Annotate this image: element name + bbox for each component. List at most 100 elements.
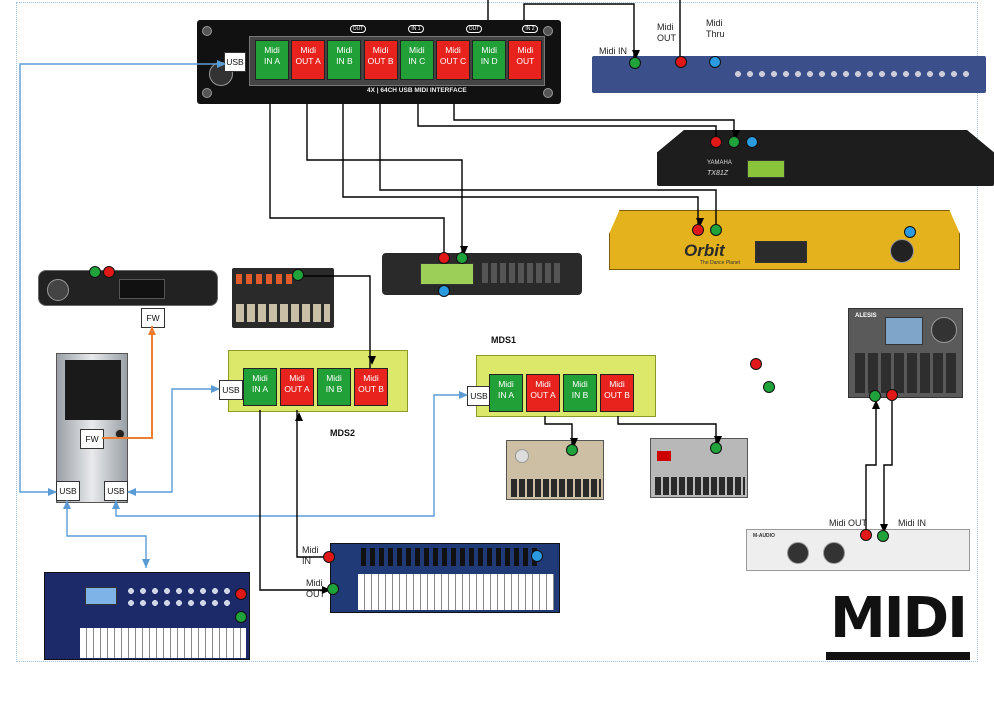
groovebox-jack-green	[292, 269, 304, 281]
mds1-usb-label: USB	[467, 386, 491, 406]
midi-cable-outb-orbit	[379, 104, 717, 230]
volca-left	[506, 440, 604, 500]
interface-tab-in2: IN 2	[522, 25, 538, 33]
computer-usb1-label: USB	[56, 481, 80, 501]
volca-right-jack	[710, 442, 722, 454]
midi-cable-groovebox-mds2	[296, 275, 371, 368]
m-audio-input1	[787, 542, 809, 564]
interface-caption: 4X | 64CH USB MIDI INTERFACE	[367, 87, 467, 94]
interface-screw-icon	[202, 26, 212, 36]
groovebox-small	[232, 268, 334, 328]
m-audio-interface: M-AUDIO	[746, 529, 970, 571]
arrow-icon	[211, 385, 220, 393]
mininova-keybed	[80, 628, 246, 658]
tx81z-display	[747, 160, 785, 178]
patchbay-midi-thru-jack	[709, 56, 721, 68]
computer-tower	[56, 353, 128, 503]
midi-cable-mds2-outa-keyboard	[296, 410, 330, 558]
arrow-icon	[148, 326, 156, 335]
sound-module	[382, 253, 582, 295]
soundmodule-jack-red	[438, 252, 450, 264]
arrow-icon	[459, 391, 468, 399]
midi-cable-outa-soundmodule	[306, 104, 463, 258]
keyboard-midi-out-jack	[327, 583, 339, 595]
midi-cable-drum-maudio-2	[883, 398, 893, 536]
usb-cable-mds2-computer	[128, 388, 219, 493]
computer-fw-label: FW	[80, 429, 104, 449]
m-audio-input2	[823, 542, 845, 564]
arrow-icon	[368, 356, 376, 365]
arrow-icon	[48, 488, 57, 496]
midi-cable-ina-soundmodule	[269, 104, 445, 258]
patchbay-knob-row	[732, 64, 972, 84]
audio-jack-red	[103, 266, 115, 278]
midi-logo-text: MIDI	[830, 586, 968, 651]
mininova-jack-green	[235, 611, 247, 623]
volca-left-jack	[566, 444, 578, 456]
orbit-brand: Orbit	[684, 241, 725, 260]
mds2-usb-label: USB	[219, 380, 243, 400]
audio-display	[119, 279, 165, 299]
interface-screw-icon	[543, 88, 553, 98]
arrow-icon	[63, 500, 71, 509]
tx81z-brand: YAMAHA	[707, 160, 732, 166]
soundmodule-jack-blue	[438, 285, 450, 297]
keyboard-midi-in-jack	[323, 551, 335, 563]
groovebox-leds	[236, 274, 296, 284]
mininova-jack-red	[235, 588, 247, 600]
maudio-jack-green	[877, 530, 889, 542]
tx81z-model: TX81Z	[707, 170, 729, 177]
m-audio-midi-in-label: Midi IN	[898, 518, 927, 528]
volca-left-keys	[511, 479, 601, 497]
arrow-icon	[696, 218, 704, 227]
arrow-icon	[872, 400, 880, 409]
midi-cable-outd-patchbay	[523, 3, 635, 62]
orbit-tagline: The Dance Planet	[700, 260, 741, 266]
patchbay-midi-out-label: Midi OUT	[657, 22, 676, 43]
sound-module-display	[420, 263, 474, 285]
orbit-display	[755, 241, 807, 263]
midi-logo-bar	[826, 652, 970, 660]
arrow-icon	[295, 412, 303, 421]
diagram-frame	[16, 2, 978, 662]
midi-cable-mds1-outb-volca	[617, 416, 717, 448]
arrow-icon	[322, 586, 331, 594]
drum-jack-red	[886, 389, 898, 401]
loose-jack-green	[763, 381, 775, 393]
midi-cable-drum-maudio-1	[865, 398, 877, 536]
fw-cable	[102, 326, 153, 439]
arrow-icon	[570, 438, 578, 447]
m-audio-midi-out-label: Midi OUT	[829, 518, 867, 528]
orbit-jack-green	[710, 224, 722, 236]
orbit-module: Orbit The Dance Planet	[609, 210, 960, 270]
groovebox-pads	[236, 304, 330, 322]
sound-module-buttons	[482, 263, 562, 283]
patchbay-midi-in-label: Midi IN	[599, 46, 628, 56]
maudio-jack-red	[860, 529, 872, 541]
usb-cable-mds1-computer	[115, 394, 467, 517]
midi-cable-mds2-ina-keyboard	[259, 410, 331, 591]
audio-jack-green	[89, 266, 101, 278]
arrow-icon	[732, 130, 740, 139]
loose-jack-red	[750, 358, 762, 370]
drum-jog-wheel	[931, 317, 957, 343]
tx-jack-green	[728, 136, 740, 148]
drum-jack-green	[869, 390, 881, 402]
volca-left-knob	[515, 449, 529, 463]
interface-screw-icon	[543, 26, 553, 36]
